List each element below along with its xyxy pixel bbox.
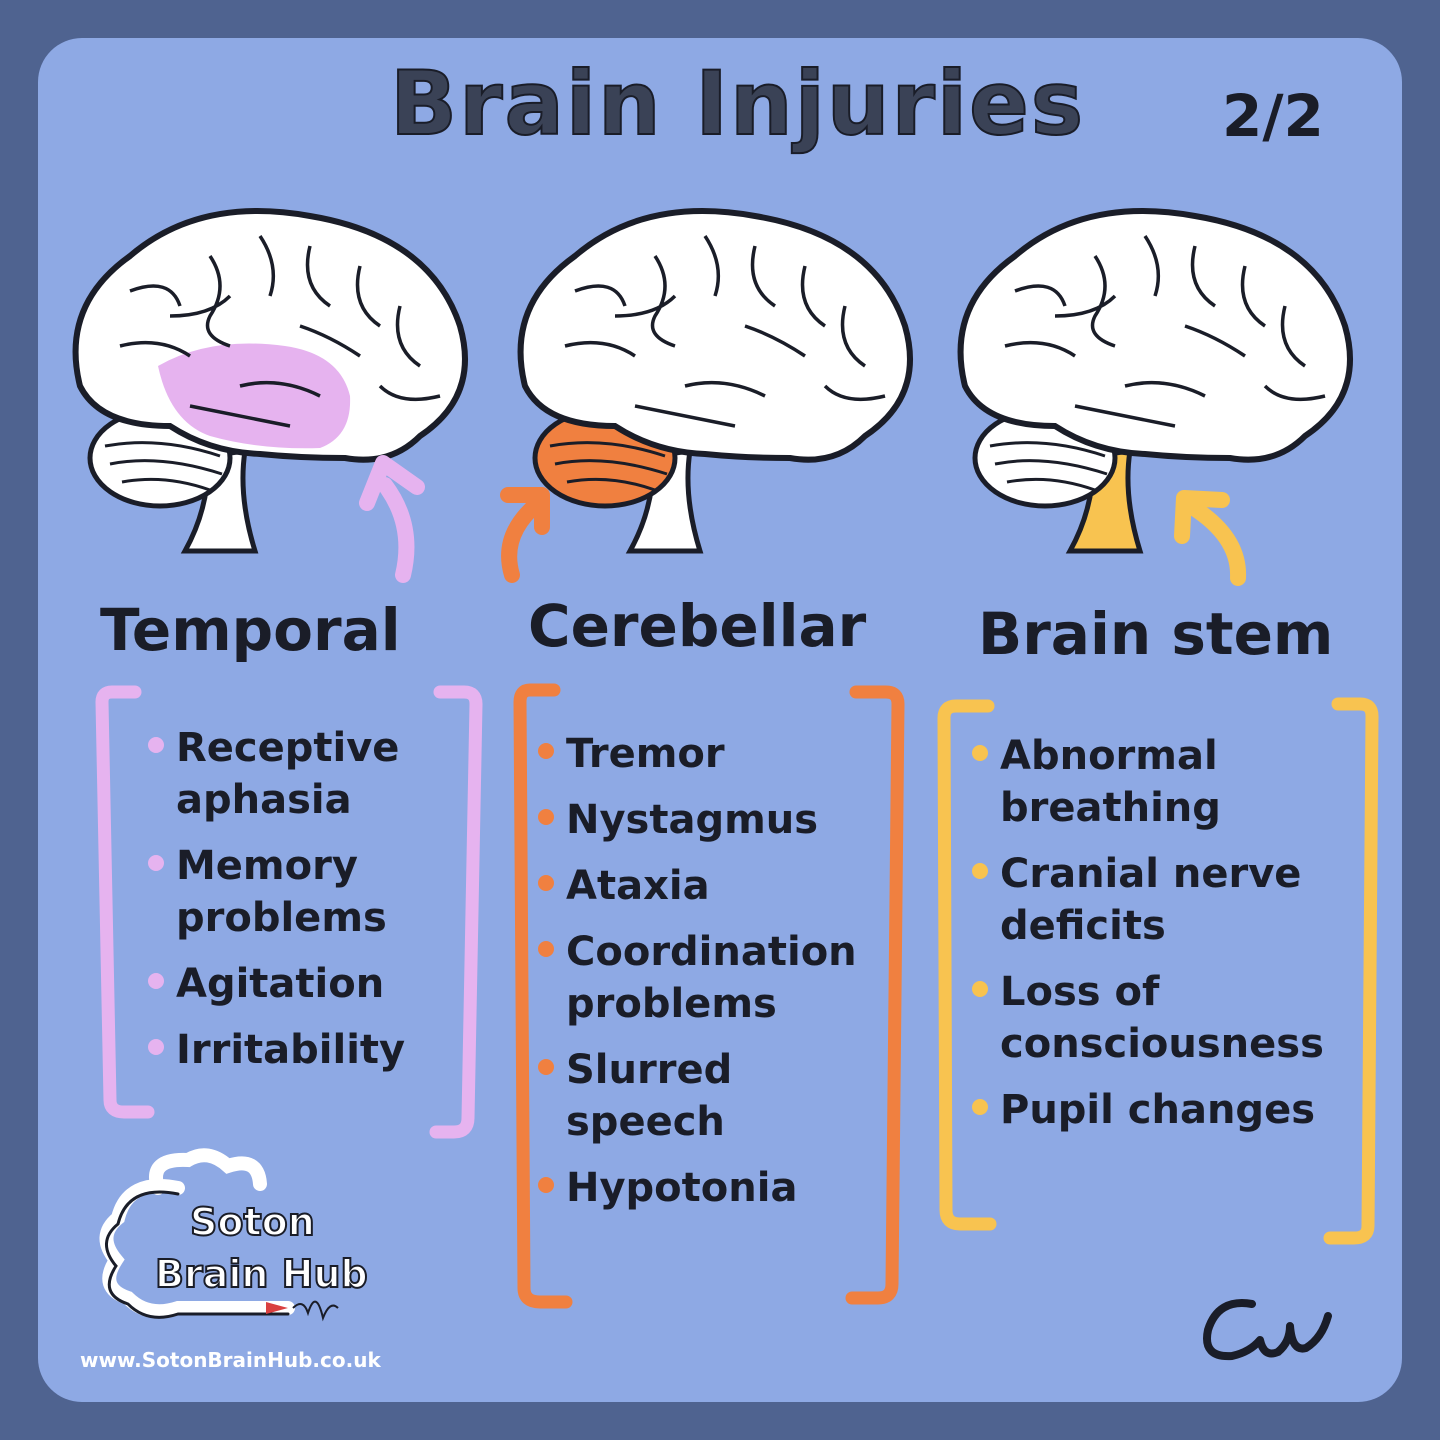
list-item: Loss of consciousness (970, 966, 1350, 1070)
symptom-list-brain-stem: Abnormal breathing Cranial nerve deficit… (970, 730, 1350, 1150)
symptom-text: Cranial nerve deficits (1000, 851, 1302, 949)
list-item: Abnormal breathing (970, 730, 1350, 834)
list-item: Cranial nerve deficits (970, 848, 1350, 952)
list-item: Memory problems (146, 840, 446, 944)
section-title-brain-stem: Brain stem (978, 600, 1334, 668)
arrow-cerebellar-icon (500, 487, 550, 583)
list-item: Agitation (146, 958, 446, 1010)
page-indicator: 2/2 (1222, 82, 1324, 150)
symptom-text: Receptive aphasia (176, 725, 400, 823)
brain-stem-illustration (957, 208, 1353, 554)
symptom-text: Tremor (566, 731, 725, 777)
list-item: Pupil changes (970, 1084, 1350, 1136)
symptom-text: Pupil changes (1000, 1087, 1315, 1133)
symptom-text: Slurred speech (566, 1047, 733, 1145)
symptom-list-temporal: Receptive aphasia Memory problems Agitat… (146, 722, 446, 1090)
brain-cerebellar-illustration (517, 208, 913, 554)
list-item: Receptive aphasia (146, 722, 446, 826)
logo-text-line1: Soton (189, 1199, 316, 1245)
symptom-list-cerebellar: Tremor Nystagmus Ataxia Coordination pro… (536, 728, 896, 1228)
section-title-temporal: Temporal (100, 596, 401, 664)
symptom-text: Agitation (176, 961, 385, 1007)
page-title: Brain Injuries (389, 51, 1086, 156)
symptom-text: Irritability (176, 1027, 406, 1073)
list-item: Coordination problems (536, 926, 896, 1030)
list-item: Ataxia (536, 860, 896, 912)
symptom-text: Nystagmus (566, 797, 819, 843)
signature (1203, 1299, 1332, 1361)
symptom-text: Abnormal breathing (1000, 733, 1221, 831)
website-url: www.SotonBrainHub.co.uk (80, 1348, 381, 1372)
symptom-text: Ataxia (566, 863, 710, 909)
list-item: Nystagmus (536, 794, 896, 846)
list-item: Slurred speech (536, 1044, 896, 1148)
logo-text-line2: Brain Hub (154, 1251, 369, 1297)
section-title-cerebellar: Cerebellar (528, 592, 867, 660)
bracket-brain-stem (937, 697, 1379, 1245)
list-item: Irritability (146, 1024, 446, 1076)
brain-hub-logo-icon (99, 1148, 339, 1322)
symptom-text: Coordination problems (566, 929, 857, 1027)
symptom-text: Memory problems (176, 843, 387, 941)
list-item: Tremor (536, 728, 896, 780)
arrow-temporal-icon (359, 455, 425, 583)
bracket-cerebellar (513, 683, 905, 1309)
symptom-text: Loss of consciousness (1000, 969, 1324, 1067)
list-item: Hypotonia (536, 1162, 896, 1214)
arrow-brain-stem-icon (1174, 490, 1247, 586)
brain-temporal-illustration (72, 208, 468, 554)
symptom-text: Hypotonia (566, 1165, 798, 1211)
bracket-temporal (95, 685, 483, 1139)
